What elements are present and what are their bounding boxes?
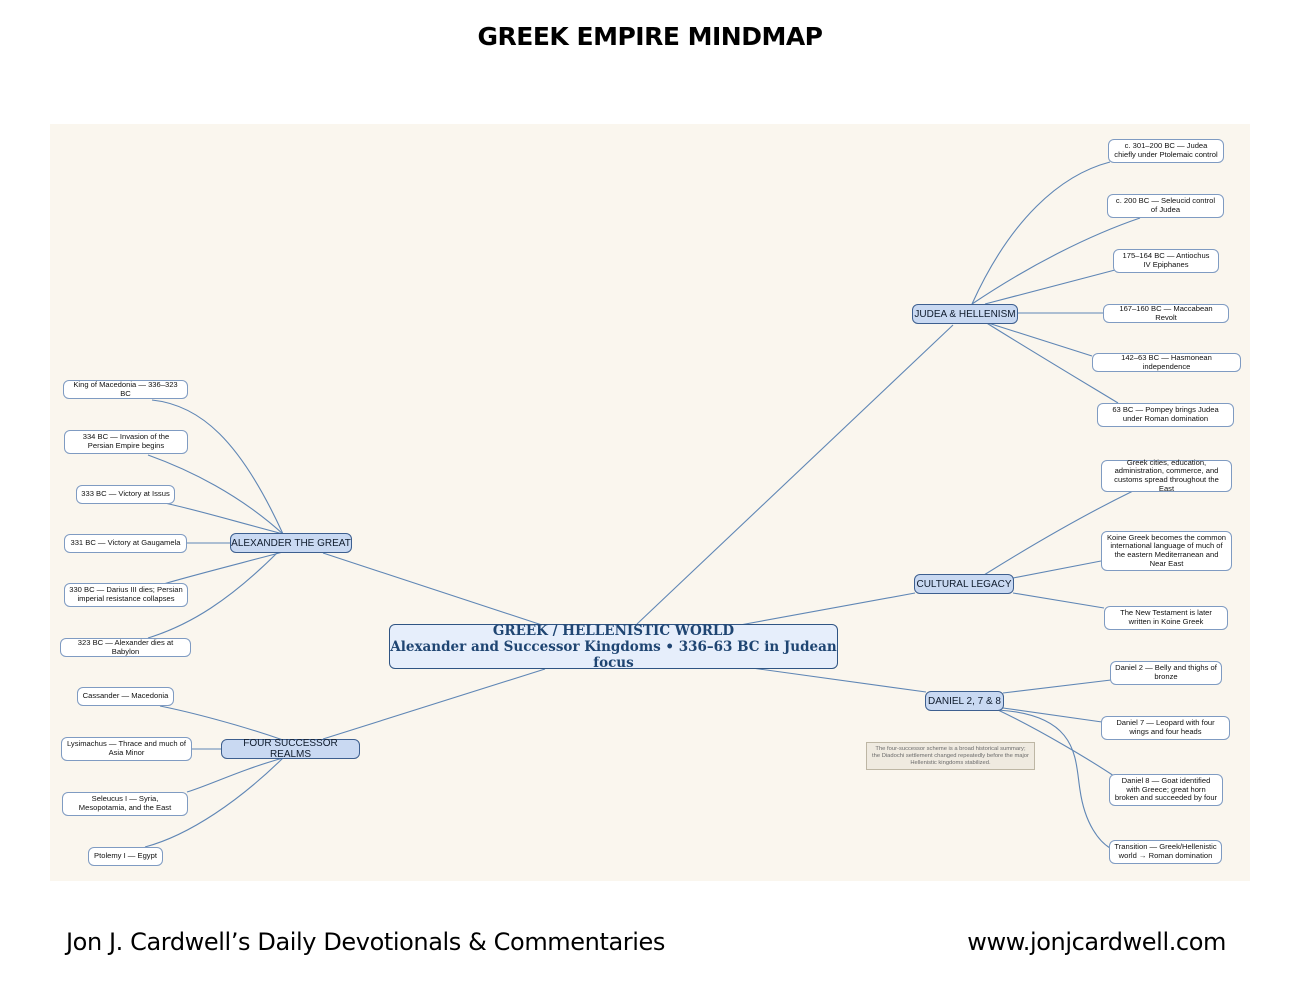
leaf-daniel-4[interactable]: Transition — Greek/Hellenistic world → R… [1109,840,1222,864]
leaf-alexander-6[interactable]: 323 BC — Alexander dies at Babylon [60,638,191,657]
page-title: GREEK EMPIRE MINDMAP [477,22,823,51]
leaf-successors-3[interactable]: Seleucus I — Syria, Mesopotamia, and the… [62,792,188,816]
footer-author: Jon J. Cardwell’s Daily Devotionals & Co… [66,928,665,956]
leaf-judea-6[interactable]: 63 BC — Pompey brings Judea under Roman … [1097,403,1234,427]
leaf-judea-3[interactable]: 175–164 BC — Antiochus IV Epiphanes [1113,249,1219,273]
footer-website[interactable]: www.jonjcardwell.com [967,928,1226,956]
leaf-judea-5[interactable]: 142–63 BC — Hasmonean independence [1092,353,1241,372]
branch-alexander[interactable]: ALEXANDER THE GREAT [230,533,352,553]
leaf-alexander-5[interactable]: 330 BC — Darius III dies; Persian imperi… [64,583,188,607]
branch-daniel[interactable]: DANIEL 2, 7 & 8 [925,691,1004,711]
root-title: GREEK / HELLENISTIC WORLD [492,622,735,639]
leaf-cultural-1[interactable]: Greek cities, education, administration,… [1101,458,1232,492]
leaf-cultural-2[interactable]: Koine Greek becomes the common internati… [1101,531,1232,571]
leaf-alexander-4[interactable]: 331 BC — Victory at Gaugamela [64,534,187,553]
leaf-successors-4[interactable]: Ptolemy I — Egypt [88,847,163,866]
leaf-daniel-3[interactable]: Daniel 8 — Goat identified with Greece; … [1109,774,1223,806]
branch-cultural[interactable]: CULTURAL LEGACY [914,574,1014,594]
leaf-alexander-1[interactable]: King of Macedonia — 336–323 BC [63,380,188,399]
branch-judea[interactable]: JUDEA & HELLENISM [912,304,1018,324]
branch-successors[interactable]: FOUR SUCCESSOR REALMS [221,738,360,760]
leaf-judea-2[interactable]: c. 200 BC — Seleucid control of Judea [1107,194,1224,218]
leaf-successors-2[interactable]: Lysimachus — Thrace and much of Asia Min… [61,737,192,761]
mindmap-canvas [50,124,1250,881]
leaf-successors-1[interactable]: Cassander — Macedonia [77,687,174,706]
leaf-cultural-3[interactable]: The New Testament is later written in Ko… [1104,606,1228,630]
leaf-daniel-1[interactable]: Daniel 2 — Belly and thighs of bronze [1110,661,1222,685]
footnote-box: The four-successor scheme is a broad his… [866,742,1035,770]
root-node[interactable]: GREEK / HELLENISTIC WORLD Alexander and … [389,622,838,671]
leaf-daniel-2[interactable]: Daniel 7 — Leopard with four wings and f… [1101,716,1230,740]
leaf-judea-1[interactable]: c. 301–200 BC — Judea chiefly under Ptol… [1108,139,1224,163]
leaf-alexander-2[interactable]: 334 BC — Invasion of the Persian Empire … [64,430,188,454]
leaf-judea-4[interactable]: 167–160 BC — Maccabean Revolt [1103,304,1229,323]
root-subtitle: Alexander and Successor Kingdoms • 336–6… [390,638,837,671]
leaf-alexander-3[interactable]: 333 BC — Victory at Issus [76,485,175,504]
